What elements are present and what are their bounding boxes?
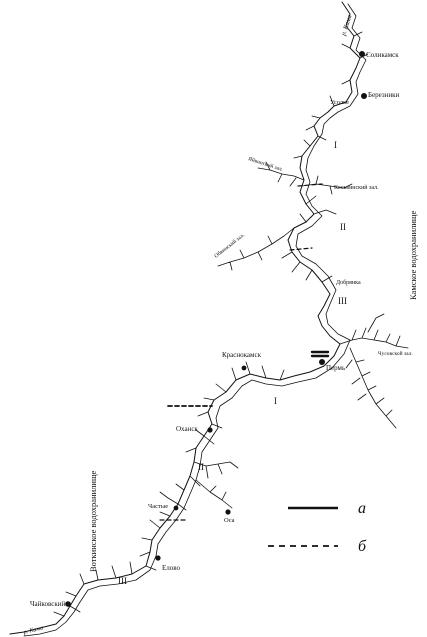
elovo-bays — [139, 519, 161, 571]
city-label-dobryanka: Добрянка — [336, 279, 361, 286]
city-label-osa: Оса — [224, 517, 235, 524]
obva-bay — [217, 227, 295, 271]
city-marker-okhansk — [207, 427, 213, 433]
reservoir-label-kama: Камское водохранилище — [408, 211, 418, 300]
city-marker-krasnokamsk — [241, 365, 247, 371]
zone-label-kama-3: III — [338, 296, 347, 306]
map-legend: а б — [268, 500, 367, 555]
river-label-top: р. Кама — [340, 14, 354, 38]
river-main-channel — [9, 1, 361, 635]
krasnokamsk-bays — [215, 361, 285, 393]
yayva-bay — [257, 161, 305, 187]
zone-label-votkinsk-3: III — [118, 576, 127, 586]
city-marker-osa — [225, 509, 231, 515]
city-marker-perm — [319, 359, 325, 365]
zone-label-kama-2: II — [340, 222, 346, 232]
legend-dashed-label: б — [358, 538, 367, 555]
city-label-elovo: Елово — [162, 564, 181, 572]
okhansk-bays — [185, 397, 223, 453]
city-label-chaikovsky: Чайковский — [30, 600, 65, 608]
reservoir-label-votkinsk: Воткинское водохранилище — [88, 470, 98, 572]
bay-label-yayva: Яйвинский зал. — [247, 155, 284, 173]
osa-bays — [193, 461, 239, 509]
city-label-perm: Пермь — [326, 364, 345, 372]
city-label-chastye: Частые — [148, 503, 168, 510]
city-label-solikamsk: Соликамск — [366, 51, 399, 59]
sylva-bay — [345, 347, 397, 429]
river-bank-right — [23, 3, 367, 637]
legend-solid-label: а — [358, 500, 366, 517]
zone-k2-bays — [281, 195, 337, 283]
city-marker-chaikovsky — [65, 601, 71, 607]
zone-label-votkinsk-1: I — [274, 396, 277, 406]
city-label-berezniki: Березники — [368, 91, 399, 99]
city-label-okhansk: Оханск — [176, 425, 198, 433]
zone-label-votkinsk-2: II — [198, 462, 204, 472]
bay-label-obvinsky: Обвинский зал. — [213, 231, 246, 259]
city-label-krasnokamsk: Краснокамск — [222, 351, 262, 359]
chastye-bays — [159, 475, 201, 517]
city-label-usolye: Усолье — [330, 99, 349, 106]
bay-label-chusovskoy: Чусовской зал. — [378, 350, 413, 357]
bay-label-kosvinsky: Косьвинский зал. — [334, 184, 379, 191]
city-marker-solikamsk — [359, 51, 365, 57]
city-marker-chastye — [173, 505, 179, 511]
chusovaya-bay — [339, 313, 409, 349]
city-marker-elovo — [155, 555, 161, 561]
kosva-bay — [301, 175, 353, 195]
city-marker-berezniki — [361, 93, 367, 99]
zone-boundary-k2-k3 — [289, 247, 313, 251]
zone-boundary-k1-k2 — [297, 183, 323, 187]
lower-bays — [53, 561, 133, 617]
zone-label-kama-1: I — [334, 140, 337, 150]
river-label-bottom: р. Кама — [22, 625, 44, 636]
